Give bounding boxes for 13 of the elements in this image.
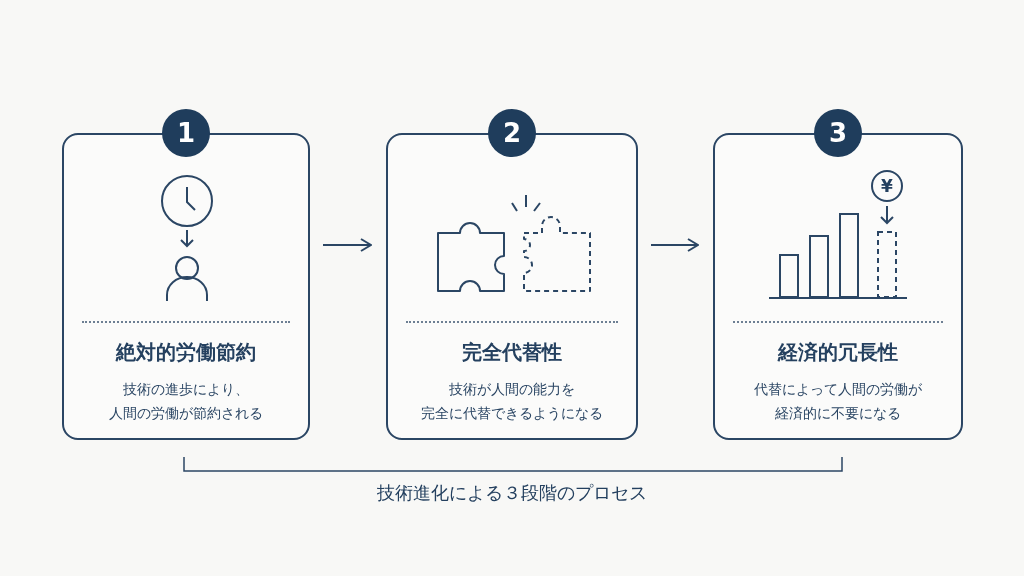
arrow — [650, 238, 699, 252]
step-number-badge: 1 — [162, 109, 210, 157]
stage-title: 経済的冗長性 — [776, 339, 899, 366]
arrow — [322, 238, 372, 252]
step-number-badge: 2 — [488, 109, 536, 157]
stage-title: 絶対的労働節約 — [114, 339, 257, 366]
stage-description: 技術が人間の能力を完全に代替できるようになる — [420, 380, 604, 423]
stage-description: 技術の進歩により、人間の労働が節約される — [108, 380, 264, 423]
stage-title: 完全代替性 — [461, 339, 563, 366]
yen-sign: ¥ — [871, 170, 903, 202]
step-number-badge: 3 — [814, 109, 862, 157]
stage-description: 代替によって人間の労働が経済的に不要になる — [753, 380, 923, 423]
caption: 技術進化による３段階のプロセス — [376, 481, 648, 505]
